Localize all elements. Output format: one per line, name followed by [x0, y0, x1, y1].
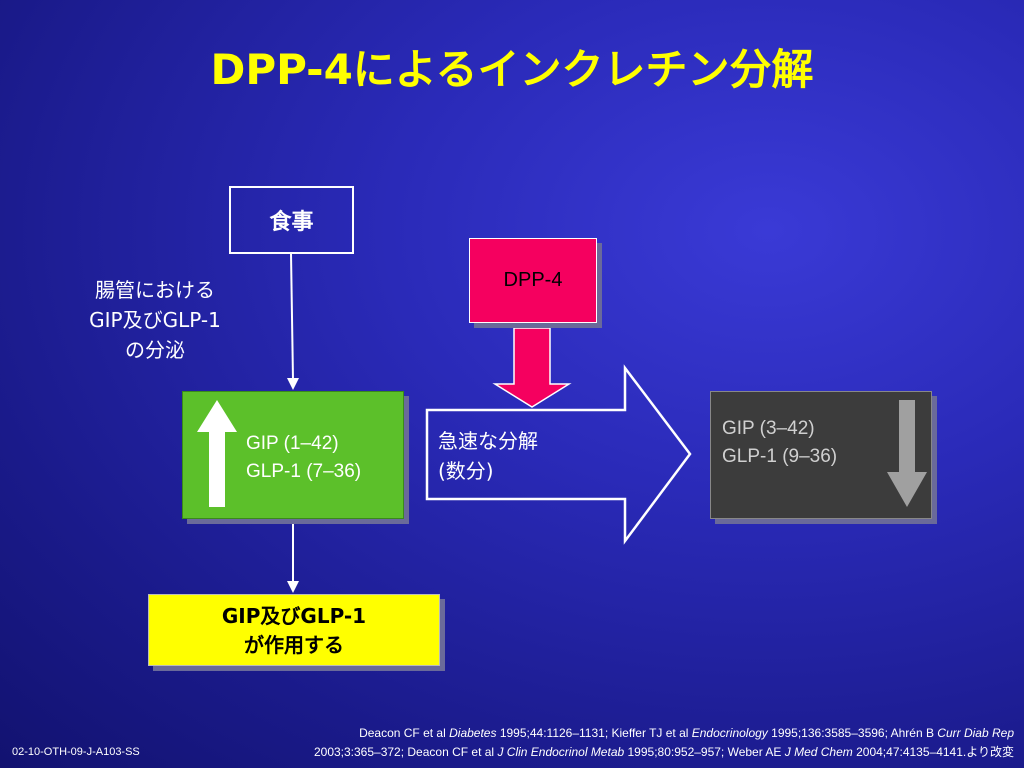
slide-title: DPP-4によるインクレチン分解 [210, 45, 814, 94]
footer-code: 02-10-OTH-09-J-A103-SS [12, 746, 140, 758]
secretion-line2: GIP及びGLP-1 [89, 308, 221, 332]
references: Deacon CF et al Diabetes 1995;44:1126–11… [214, 724, 1014, 762]
inactive-metabolite-box [710, 391, 932, 519]
breakdown-label: 急速な分解 (数分) [438, 426, 538, 486]
active-incretin-box [182, 391, 404, 519]
inactive-glp1: GLP-1 (9–36) [722, 446, 838, 467]
meal-to-active-arrowhead [287, 378, 299, 390]
breakdown-arrow [425, 364, 692, 545]
meal-box: 食事 [229, 186, 354, 254]
action-line2: が作用する [244, 633, 344, 657]
action-line1: GIP及びGLP-1 [221, 604, 367, 628]
breakdown-line1: 急速な分解 [438, 429, 538, 453]
inactive-metabolite-text: GIP (3–42) GLP-1 (9–36) [722, 415, 837, 471]
secretion-line1: 腸管における [95, 278, 215, 302]
action-box: GIP及びGLP-1 が作用する [148, 594, 440, 666]
meal-to-active-arrow [290, 253, 294, 381]
active-gip: GIP (1–42) [246, 433, 339, 454]
references-line2: 2003;3:365–372; Deacon CF et al J Clin E… [313, 745, 1014, 759]
enzyme-down-arrow [492, 327, 572, 408]
down-arrow-icon [887, 400, 927, 507]
active-glp1: GLP-1 (7–36) [246, 461, 362, 482]
breakdown-line2: (数分) [438, 459, 494, 483]
up-arrow-icon [197, 400, 237, 507]
secretion-label: 腸管における GIP及びGLP-1 の分泌 [60, 275, 250, 365]
dpp4-box: DPP-4 [469, 238, 597, 323]
active-incretin-text: GIP (1–42) GLP-1 (7–36) [246, 430, 361, 486]
active-to-action-arrowhead [287, 581, 299, 593]
secretion-line3: の分泌 [125, 338, 185, 362]
inactive-gip: GIP (3–42) [722, 418, 815, 439]
references-line1: Deacon CF et al Diabetes 1995;44:1126–11… [359, 726, 1014, 740]
